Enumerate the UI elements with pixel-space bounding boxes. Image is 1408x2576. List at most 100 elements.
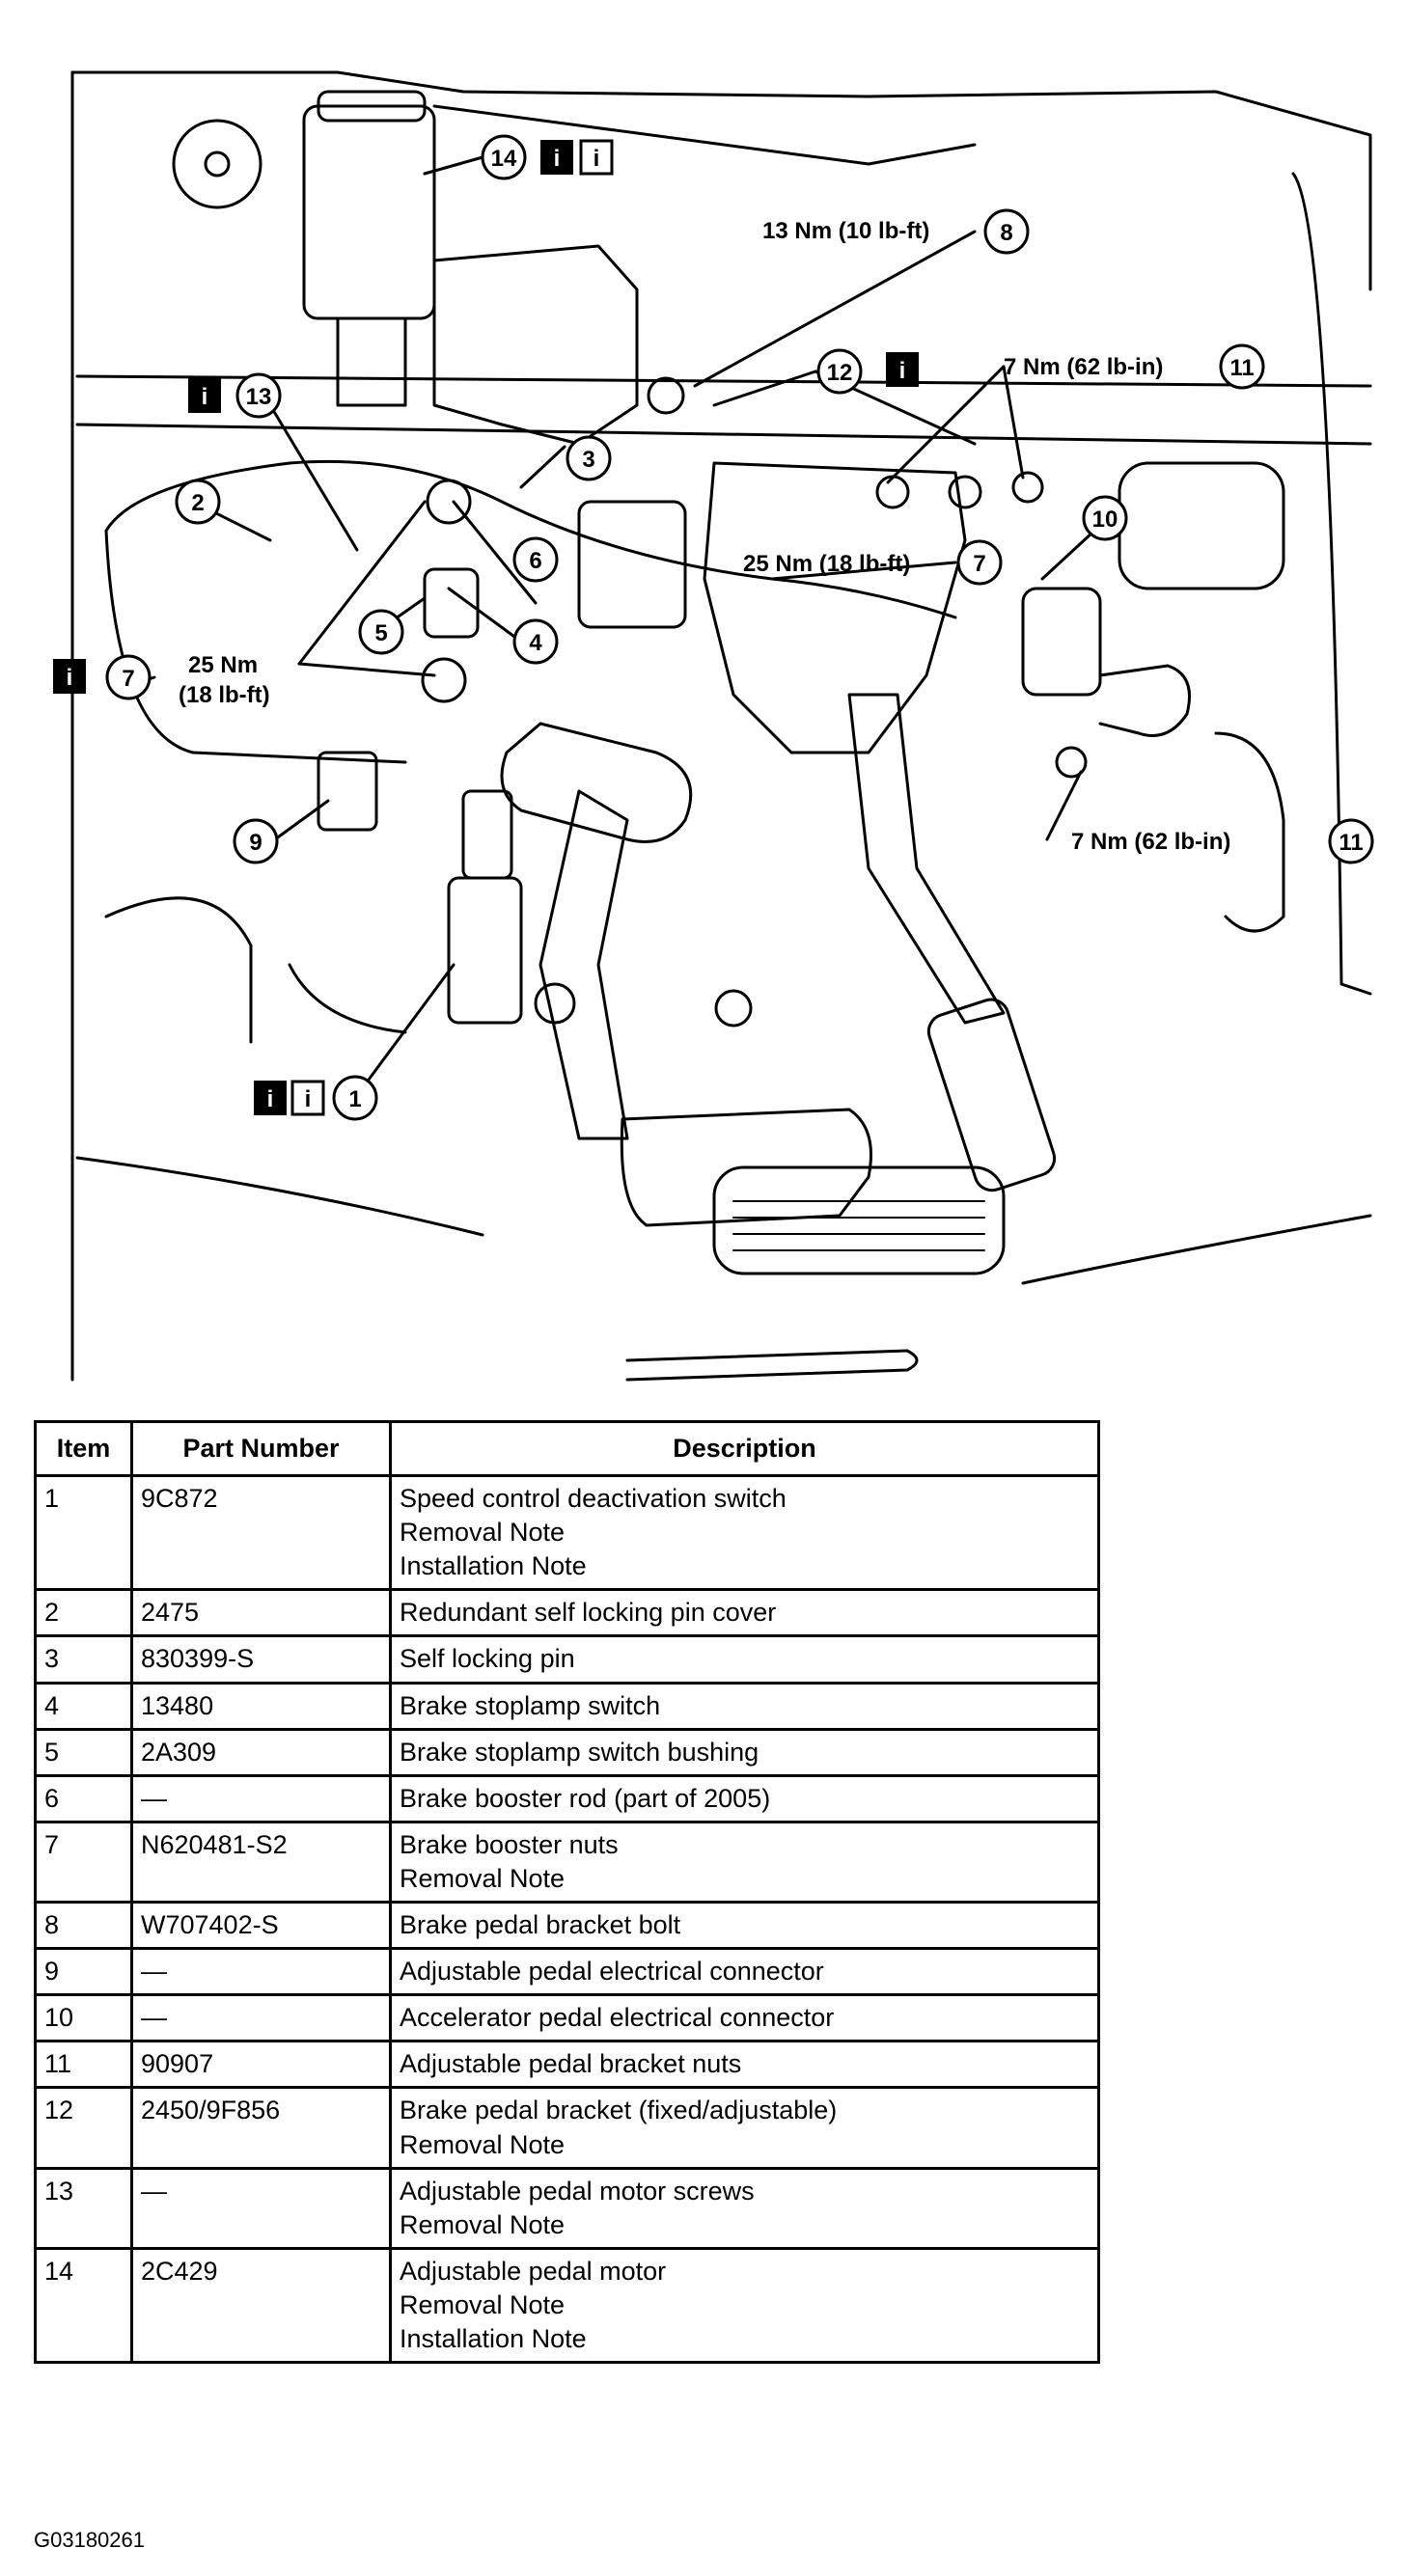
description-line: Brake booster rod (part of 2005) xyxy=(400,1783,771,1813)
torque-label-11-bottom: 7 Nm (62 lb-in) xyxy=(1071,829,1230,855)
description-line: Brake pedal bracket (fixed/adjustable) xyxy=(400,2096,838,2125)
deactivation-switch xyxy=(447,876,523,1025)
booster-nut xyxy=(948,475,982,509)
cell-description: Adjustable pedal bracket nuts xyxy=(389,2040,1100,2090)
panel-hole xyxy=(204,151,231,178)
body-panel-outline xyxy=(70,70,1372,291)
callout-circle-14 xyxy=(481,134,527,180)
floor-grommet xyxy=(534,982,576,1025)
cell-description: Accelerator pedal electrical connector xyxy=(389,1993,1100,2043)
cell-description: Brake pedal bracket bolt xyxy=(389,1901,1100,1951)
callout-circle-4 xyxy=(512,618,559,665)
cell-part-number: 90907 xyxy=(130,2040,392,2090)
description-line: Accelerator pedal electrical connector xyxy=(400,2003,835,2033)
cell-item: 6 xyxy=(34,1773,133,1823)
pedal-motor-mount xyxy=(336,316,407,407)
pedal-motor-cap xyxy=(317,90,427,123)
accelerator-arm xyxy=(1098,664,1191,737)
callout-circle-5 xyxy=(358,609,404,655)
cell-part-number: 830399-S xyxy=(130,1634,392,1685)
booster-nut xyxy=(875,475,910,509)
info-icon-glyph: i xyxy=(267,1086,274,1112)
leader-line xyxy=(297,662,436,677)
pedal-bracket xyxy=(432,244,639,446)
cell-description: Adjustable pedal electrical connector xyxy=(389,1947,1100,1997)
description-line: Speed control deactivation switch xyxy=(400,1484,787,1514)
callout-number-8: 8 xyxy=(1000,220,1012,246)
floor-outline xyxy=(75,1156,1372,1285)
wiring-harness xyxy=(288,963,407,1034)
leader-line xyxy=(519,445,566,489)
cell-item: 12 xyxy=(34,2086,133,2170)
cell-item: 14 xyxy=(34,2246,133,2365)
brake-pedal-arm xyxy=(538,789,629,1140)
callout-number-13: 13 xyxy=(246,384,272,410)
cell-part-number: — xyxy=(130,1993,392,2043)
pedal-bracket-upper xyxy=(703,461,967,754)
callout-circle-11-top xyxy=(1219,343,1265,390)
column-header-part-number: Part Number xyxy=(130,1419,392,1478)
leader-line xyxy=(693,230,977,388)
floor-contour xyxy=(1214,731,1285,933)
table-row: 10—Accelerator pedal electrical connecto… xyxy=(34,1993,1100,2043)
accelerator-pedal-module xyxy=(1118,461,1285,590)
callout-circle-13 xyxy=(235,372,282,419)
description-line: Adjustable pedal motor xyxy=(400,2256,667,2286)
callout-number-2: 2 xyxy=(191,490,204,516)
callout-circle-9 xyxy=(233,818,279,864)
description-line: Self locking pin xyxy=(400,1644,575,1674)
info-icon-glyph: i xyxy=(67,665,73,691)
leader-line xyxy=(712,370,817,407)
callout-number-9: 9 xyxy=(249,830,262,856)
torque-label-8: 13 Nm (10 lb-ft) xyxy=(762,218,929,244)
body-panel-outline xyxy=(432,104,977,166)
accelerator-pedal-arm xyxy=(847,693,1006,1025)
cell-description: Brake pedal bracket (fixed/adjustable)Re… xyxy=(389,2086,1100,2170)
cell-description: Self locking pin xyxy=(389,1634,1100,1685)
table-row: 9—Adjustable pedal electrical connector xyxy=(34,1947,1100,1997)
bracket-bolt xyxy=(647,376,685,415)
body-panel-outline xyxy=(75,374,1372,388)
leader-line xyxy=(447,587,523,644)
leader-line xyxy=(452,500,538,605)
callout-number-7-right: 7 xyxy=(973,551,985,577)
description-line: Redundant self locking pin cover xyxy=(400,1598,777,1628)
description-line: Adjustable pedal motor screws xyxy=(400,2176,755,2206)
stoplamp-switch-bushing xyxy=(421,657,467,703)
cell-part-number: — xyxy=(130,2166,392,2250)
cell-part-number: 2A309 xyxy=(130,1727,392,1777)
callout-circle-6 xyxy=(512,536,559,583)
callout-number-4: 4 xyxy=(529,630,542,656)
wiring-harness xyxy=(104,459,957,619)
callout-number-12: 12 xyxy=(827,360,853,386)
leader-line xyxy=(1045,770,1083,841)
pedal-motor-body xyxy=(302,104,436,320)
brake-pedal-pad xyxy=(712,1165,1006,1275)
description-line: Removal Note xyxy=(400,2209,566,2239)
callout-circle-2 xyxy=(175,479,221,525)
description-line: Removal Note xyxy=(400,1863,566,1893)
brake-pedal-pad-upper xyxy=(620,1108,872,1227)
cell-part-number: 9C872 xyxy=(130,1474,392,1592)
leader-line xyxy=(273,799,330,841)
cell-part-number: 2475 xyxy=(130,1588,392,1638)
description-line: Adjustable pedal electrical connector xyxy=(400,1957,824,1987)
cell-item: 5 xyxy=(34,1727,133,1777)
callout-number-5: 5 xyxy=(374,620,387,646)
callout-number-7-left: 7 xyxy=(122,666,134,692)
booster-rod-mount xyxy=(426,479,472,525)
description-line: Removal Note xyxy=(400,2289,566,2319)
adjustable-pedal-connector xyxy=(317,751,378,832)
